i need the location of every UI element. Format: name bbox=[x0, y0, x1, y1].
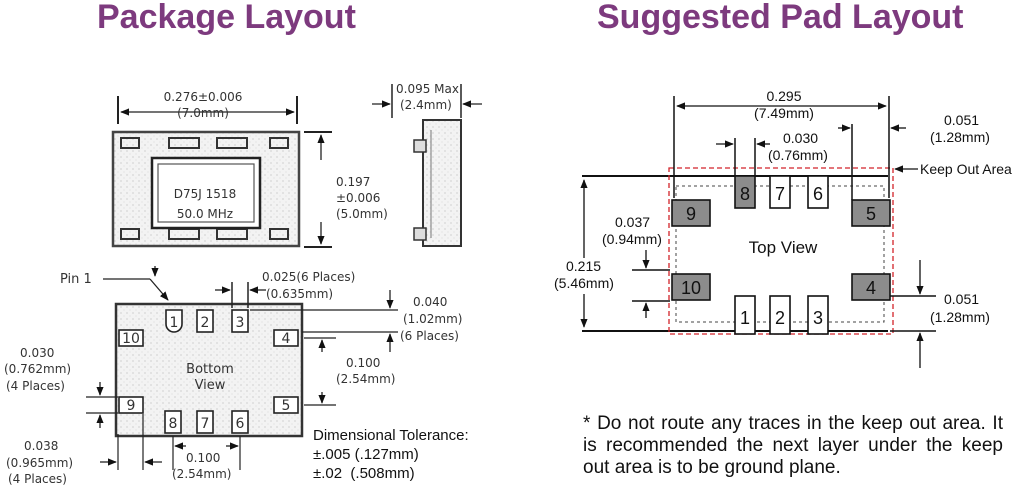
keep-out-callout: Keep Out Area bbox=[894, 161, 1012, 177]
pad-pin-3: 3 bbox=[813, 308, 823, 328]
tolerance-line2: ±.02 (.508mm) bbox=[313, 465, 415, 482]
height-mm: (5.0mm) bbox=[336, 207, 388, 221]
side-pad-places: (4 Places) bbox=[6, 379, 65, 393]
bottom-pin-2: 2 bbox=[201, 315, 210, 331]
pad-pin-7: 7 bbox=[775, 184, 785, 204]
pad-pin-8: 8 bbox=[740, 184, 750, 204]
pad-width-mm: (0.635mm) bbox=[266, 287, 333, 301]
pad-width: 0.025(6 Places) bbox=[262, 270, 355, 284]
bottom-pin-1: 1 bbox=[170, 315, 179, 331]
bottom-view-line2: View bbox=[195, 378, 226, 393]
bottom-pin-7: 7 bbox=[201, 416, 210, 432]
pad-height-mm: (5.46mm) bbox=[554, 275, 614, 291]
bottom-pin-4: 4 bbox=[282, 331, 291, 347]
package-top-view: D75J 1518 50.0 MHz bbox=[111, 130, 301, 248]
edge-bottom: 0.051 bbox=[944, 291, 979, 307]
pad-total-width: 0.295 bbox=[766, 88, 801, 104]
pad-length-dimension: 0.040 (1.02mm) (6 Places) bbox=[250, 290, 462, 352]
suggested-pad-layout: 1 2 3 4 5 6 7 8 9 10 Top View bbox=[582, 167, 894, 335]
package-width-dimension: 0.276±0.006 (7.0mm) bbox=[117, 90, 298, 124]
bottom-view-line1: Bottom bbox=[186, 362, 234, 377]
package-side-view: 0.095 Max (2.4mm) bbox=[372, 82, 482, 247]
tolerance-line1: ±.005 (.127mm) bbox=[313, 446, 419, 463]
side-pad: 0.030 bbox=[20, 346, 54, 360]
gap: 0.037 bbox=[615, 214, 650, 230]
side-len-mm: (0.965mm) bbox=[6, 456, 73, 470]
pad-total-width-mm: (7.49mm) bbox=[754, 105, 814, 121]
side-pad-dimension: 0.030 (0.762mm) (4 Places) bbox=[4, 346, 118, 428]
bottom-pin-8: 8 bbox=[169, 416, 178, 432]
side-length-dimension: 0.038 (0.965mm) (4 Places) bbox=[6, 414, 162, 486]
gap-mm: (0.94mm) bbox=[602, 231, 662, 247]
edge-top-dimension: 0.051 (1.28mm) bbox=[838, 112, 990, 200]
edge-top-mm: (1.28mm) bbox=[930, 129, 990, 145]
pad-pin-6: 6 bbox=[813, 184, 823, 204]
marking-line2: 50.0 MHz bbox=[177, 207, 233, 221]
pad-len-mm: (1.02mm) bbox=[403, 312, 462, 326]
suggested-pad-layout-heading: Suggested Pad Layout bbox=[597, 0, 964, 36]
edge-bottom-dimension: 0.051 (1.28mm) bbox=[890, 260, 990, 368]
pin1-label: Pin 1 bbox=[60, 272, 92, 287]
pad-pin-10: 10 bbox=[681, 278, 701, 298]
crystal-lid bbox=[150, 156, 262, 230]
dimensional-tolerance: Dimensional Tolerance: ±.005 (.127mm) ±.… bbox=[313, 427, 469, 482]
bottom-pin-5: 5 bbox=[282, 398, 291, 414]
pad-height: 0.215 bbox=[566, 258, 601, 274]
edge-top: 0.051 bbox=[944, 112, 979, 128]
bottom-pin-9: 9 bbox=[127, 398, 136, 414]
side-pad-mm: (0.762mm) bbox=[4, 362, 71, 376]
pad-width-total-dimension: 0.295 (7.49mm) bbox=[673, 88, 890, 198]
vertical-pitch-dimension: 0.100 (2.54mm) bbox=[304, 337, 395, 406]
keep-out-note: * Do not route any traces in the keep ou… bbox=[583, 413, 1003, 478]
pad-width-030-dimension: 0.030 (0.76mm) bbox=[716, 130, 828, 176]
pad-height-dimension: 0.215 (5.46mm) bbox=[554, 179, 614, 328]
width-dim: 0.276±0.006 bbox=[164, 90, 243, 104]
side-len: 0.038 bbox=[24, 439, 58, 453]
bottom-pin-6: 6 bbox=[236, 416, 245, 432]
keep-out-label: Keep Out Area bbox=[920, 161, 1012, 177]
horizontal-pitch-dimension: 0.100 (2.54mm) bbox=[172, 436, 241, 481]
pad-pin-5: 5 bbox=[866, 204, 876, 224]
pin1-callout: Pin 1 bbox=[60, 266, 169, 301]
pad-len-places: (6 Places) bbox=[400, 329, 459, 343]
pad-pin-4: 4 bbox=[866, 278, 876, 298]
bottom-pin-10: 10 bbox=[122, 331, 140, 347]
pad-w: 0.030 bbox=[783, 130, 818, 146]
width-mm: (7.0mm) bbox=[177, 106, 229, 120]
pad-pin-9: 9 bbox=[686, 204, 696, 224]
max-mm: (2.4mm) bbox=[400, 98, 452, 112]
pad-pin-2: 2 bbox=[775, 308, 785, 328]
pitch-h-mm: (2.54mm) bbox=[172, 467, 231, 481]
pitch-v: 0.100 bbox=[346, 356, 380, 370]
height-dim: 0.197 bbox=[336, 175, 370, 189]
marking-line1: D75J 1518 bbox=[174, 187, 236, 201]
pad-w-mm: (0.76mm) bbox=[768, 147, 828, 163]
tolerance-title: Dimensional Tolerance: bbox=[313, 427, 469, 444]
edge-bottom-mm: (1.28mm) bbox=[930, 309, 990, 325]
package-bottom-view: 1 2 3 4 5 6 7 8 9 10 Bottom View bbox=[114, 302, 304, 438]
keep-out-area bbox=[668, 167, 894, 335]
package-layout-heading: Package Layout bbox=[97, 0, 356, 36]
height-tol: ±0.006 bbox=[336, 191, 380, 205]
pitch-h: 0.100 bbox=[186, 451, 220, 465]
pitch-v-mm: (2.54mm) bbox=[336, 372, 395, 386]
package-height-dimension: 0.197 ±0.006 (5.0mm) bbox=[304, 131, 388, 248]
top-view-label: Top View bbox=[749, 238, 818, 257]
pad-len: 0.040 bbox=[413, 295, 447, 309]
pad-width-dimension: 0.025(6 Places) (0.635mm) bbox=[215, 270, 355, 308]
side-len-places: (4 Places) bbox=[8, 472, 67, 486]
gap-dimension: 0.037 (0.94mm) bbox=[602, 214, 670, 318]
pad-pin-1: 1 bbox=[740, 308, 750, 328]
max-dim: 0.095 Max bbox=[396, 82, 459, 96]
bottom-pin-3: 3 bbox=[236, 315, 245, 331]
